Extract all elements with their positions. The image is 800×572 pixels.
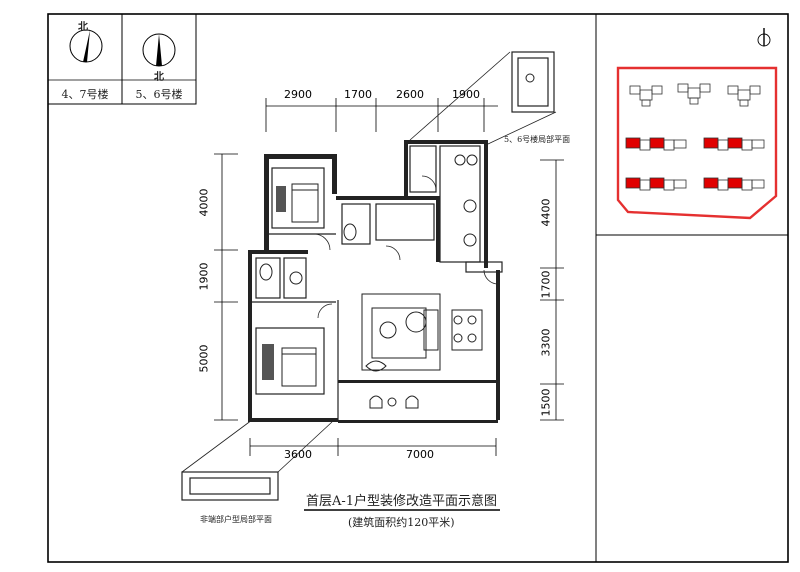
dim-right-1: 4400 bbox=[539, 198, 553, 227]
north-arrow-icon bbox=[757, 28, 771, 47]
north-arrow-icon bbox=[142, 33, 176, 67]
dim-bottom-2: 7000 bbox=[406, 448, 434, 461]
dim-right-4: 1500 bbox=[539, 388, 553, 417]
plan-subtitle: (建筑面积约120平米) bbox=[348, 516, 455, 529]
north-label: 北 bbox=[78, 22, 88, 33]
dim-left-3: 5000 bbox=[197, 344, 211, 373]
north-arrow-icon bbox=[69, 29, 103, 63]
site-map bbox=[616, 66, 778, 220]
dim-top-4: 1900 bbox=[452, 88, 480, 101]
north-label: 北 bbox=[154, 72, 164, 83]
dimension-line-top bbox=[265, 98, 498, 132]
bed-icon bbox=[281, 183, 319, 387]
dim-top-2: 1700 bbox=[344, 88, 372, 101]
dimension-line-bottom bbox=[249, 438, 497, 456]
dimension-line-right bbox=[540, 159, 564, 421]
dim-right-2: 1700 bbox=[539, 270, 553, 299]
plan-title: 首层A-1户型装修改造平面示意图 bbox=[306, 494, 498, 509]
sheet-border bbox=[47, 13, 789, 563]
dim-left-2: 1900 bbox=[197, 262, 211, 291]
living-room-furniture bbox=[361, 293, 483, 409]
dim-bottom-1: 3600 bbox=[284, 448, 312, 461]
floor-plan bbox=[181, 51, 564, 501]
dim-left-1: 4000 bbox=[197, 188, 211, 217]
compass-panel-1: 北 4、7号楼 bbox=[48, 14, 122, 104]
dim-right-3: 3300 bbox=[539, 328, 553, 357]
dim-top-1: 2900 bbox=[284, 88, 312, 101]
building-label: 5、6号楼 bbox=[135, 88, 183, 101]
callout-top-detail: 5、6号楼局部平面 bbox=[504, 135, 571, 144]
building-label: 4、7号楼 bbox=[61, 88, 109, 101]
dimension-line-left bbox=[214, 153, 238, 421]
callout-bottom-detail: 非端部户型局部平面 bbox=[200, 515, 272, 524]
compass-box-right bbox=[121, 13, 197, 105]
dim-top-3: 2600 bbox=[396, 88, 424, 101]
compass-panel-2: 北 5、6号楼 bbox=[122, 14, 196, 104]
